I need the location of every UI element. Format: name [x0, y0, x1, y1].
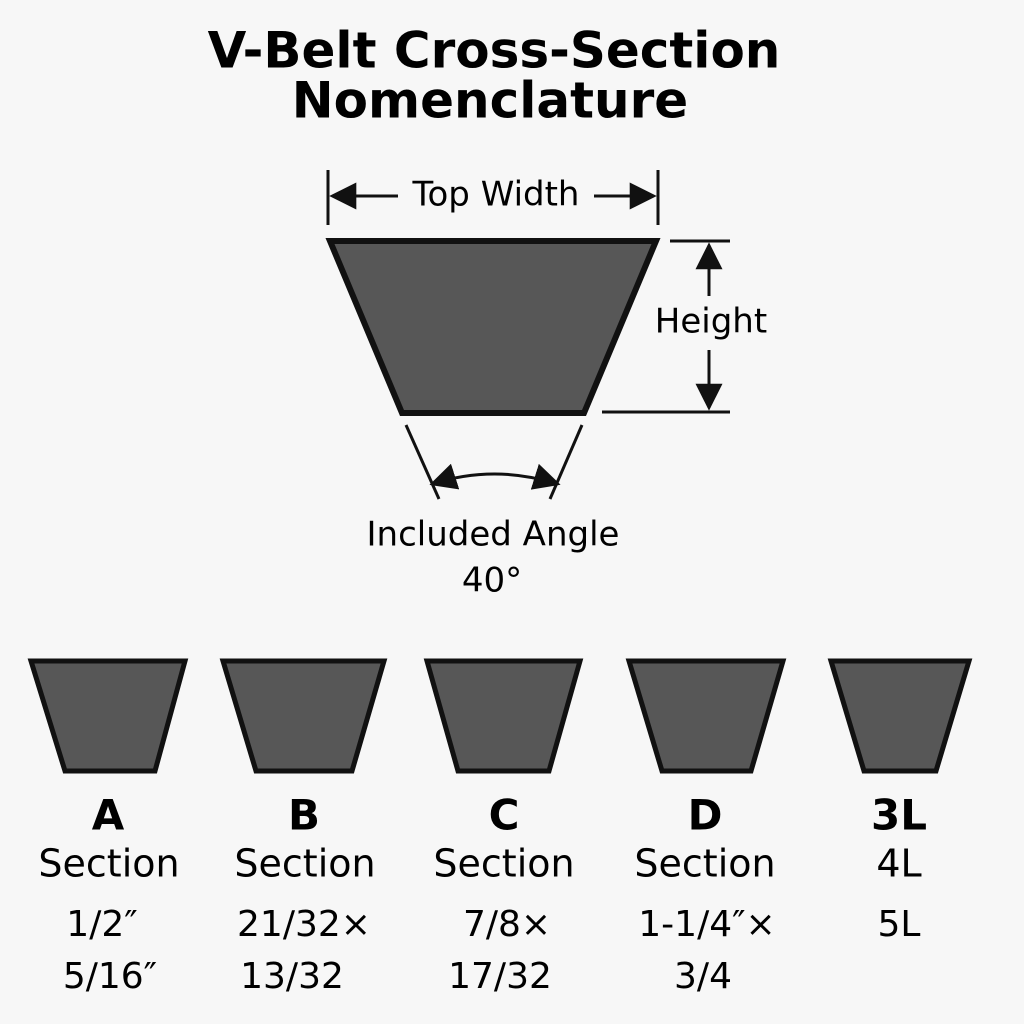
section-c-line-2: 7/8×	[463, 904, 551, 945]
page-title-line-1: V-Belt Cross-Section	[208, 22, 781, 80]
section-3l-name: 3L	[871, 791, 927, 840]
section-d-labels: D Section 1-1/4″× 3/4	[634, 791, 775, 998]
section-a-profile	[27, 658, 189, 774]
section-3l-line-1: 4L	[876, 842, 921, 886]
section-d-profile	[625, 658, 787, 774]
section-d-line-3: 3/4	[674, 956, 732, 997]
included-angle-label: Included Angle	[367, 515, 620, 555]
section-c-profile	[423, 658, 584, 774]
section-a-labels: A Section 1/2″ 5/16″	[38, 791, 179, 998]
section-b-line-1: Section	[234, 842, 375, 886]
section-a-name: A	[92, 791, 125, 840]
section-b-line-3: 13/32	[240, 956, 344, 997]
section-3l-line-2: 5L	[878, 904, 921, 945]
height-dimension: Height	[602, 239, 767, 414]
section-d-line-2: 1-1/4″×	[638, 904, 775, 945]
angle-right-leg	[548, 424, 584, 500]
included-angle-value: 40°	[462, 561, 522, 601]
section-b-profile	[219, 658, 388, 774]
section-a-line-3: 5/16″	[63, 956, 157, 997]
section-c-line-3: 17/32	[448, 956, 552, 997]
section-c-line-1: Section	[433, 842, 574, 886]
main-belt-profile	[325, 238, 661, 416]
top-width-dimension: Top Width	[326, 170, 660, 225]
included-angle-dimension: Included Angle 40°	[367, 424, 620, 601]
section-d-name: D	[688, 791, 723, 840]
section-d-line-1: Section	[634, 842, 775, 886]
angle-left-leg	[404, 424, 441, 500]
angle-arc	[429, 463, 561, 490]
section-a-line-1: Section	[38, 842, 179, 886]
section-b-name: B	[288, 791, 320, 840]
top-width-label: Top Width	[412, 175, 580, 215]
section-3l-labels: 3L 4L 5L	[871, 791, 927, 946]
section-c-name: C	[489, 791, 520, 840]
section-3l-profile	[827, 658, 973, 774]
page-title-line-2: Nomenclature	[292, 72, 688, 130]
height-label: Height	[655, 302, 767, 342]
section-profiles	[27, 658, 973, 774]
section-a-line-2: 1/2″	[66, 904, 137, 945]
section-b-labels: B Section 21/32× 13/32	[234, 791, 375, 998]
section-c-labels: C Section 7/8× 17/32	[433, 791, 574, 998]
section-b-line-2: 21/32×	[237, 904, 371, 945]
